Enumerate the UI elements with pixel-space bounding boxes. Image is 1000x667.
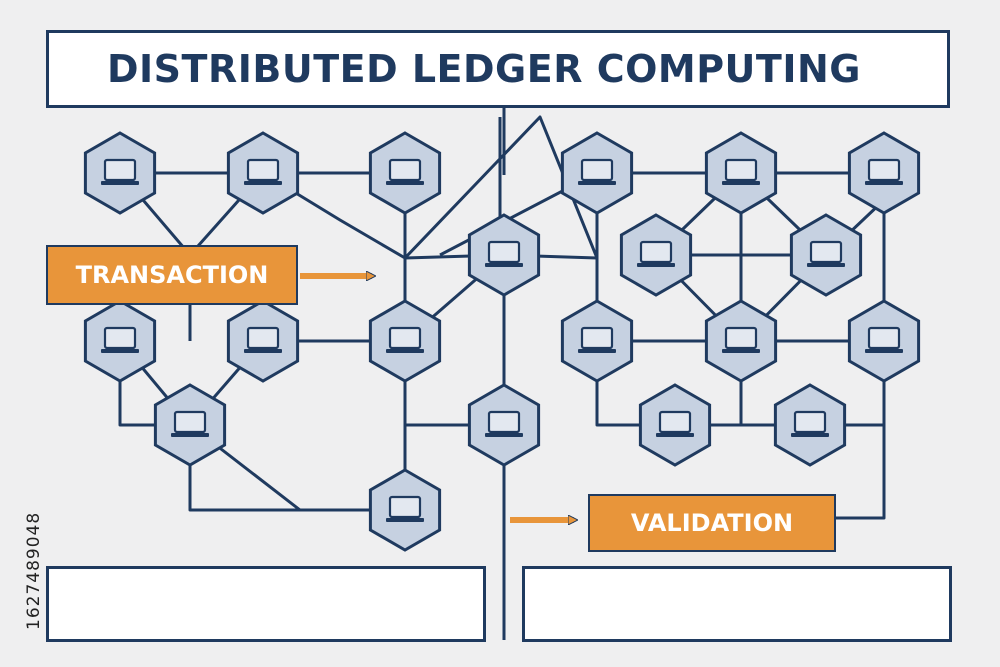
laptop-base	[722, 181, 760, 185]
ledger-node	[847, 131, 921, 215]
laptop-base	[485, 433, 523, 437]
laptop-base	[807, 263, 845, 267]
edge-line	[836, 341, 886, 520]
laptop-base	[101, 181, 139, 185]
stock-id-text: 1627489048	[2, 430, 44, 630]
transaction-label: TRANSACTION	[46, 245, 298, 305]
laptop-screen	[867, 158, 901, 182]
laptop-screen	[388, 326, 422, 350]
laptop-base	[244, 349, 282, 353]
laptop-base	[865, 349, 903, 353]
ledger-node	[704, 299, 778, 383]
laptop-icon	[386, 326, 424, 353]
laptop-screen	[103, 158, 137, 182]
laptop-icon	[656, 410, 694, 437]
right-empty-panel	[522, 566, 952, 642]
node-layer	[83, 131, 921, 552]
ledger-node	[153, 383, 227, 467]
laptop-base	[244, 181, 282, 185]
ledger-node	[704, 131, 778, 215]
ledger-node	[773, 383, 847, 467]
laptop-base	[637, 263, 675, 267]
ledger-node	[847, 299, 921, 383]
laptop-base	[386, 518, 424, 522]
ledger-node	[560, 131, 634, 215]
laptop-screen	[809, 240, 843, 264]
laptop-base	[578, 181, 616, 185]
laptop-base	[791, 433, 829, 437]
laptop-icon	[101, 326, 139, 353]
laptop-base	[865, 181, 903, 185]
laptop-screen	[103, 326, 137, 350]
laptop-icon	[485, 410, 523, 437]
laptop-icon	[722, 326, 760, 353]
ledger-node	[226, 131, 300, 215]
left-empty-panel	[46, 566, 486, 642]
laptop-screen	[580, 158, 614, 182]
ledger-node	[467, 383, 541, 467]
laptop-icon	[578, 158, 616, 185]
laptop-icon	[865, 158, 903, 185]
ledger-node	[83, 131, 157, 215]
laptop-icon	[578, 326, 616, 353]
laptop-screen	[639, 240, 673, 264]
laptop-icon	[244, 158, 282, 185]
laptop-icon	[171, 410, 209, 437]
laptop-base	[386, 181, 424, 185]
laptop-screen	[487, 410, 521, 434]
edge-line	[403, 115, 599, 260]
laptop-icon	[386, 158, 424, 185]
ledger-node	[83, 299, 157, 383]
laptop-screen	[388, 495, 422, 519]
laptop-icon	[807, 240, 845, 267]
laptop-base	[722, 349, 760, 353]
ledger-node	[368, 131, 442, 215]
ledger-node	[638, 383, 712, 467]
title-panel: DISTRIBUTED LEDGER COMPUTING	[46, 30, 950, 108]
laptop-icon	[101, 158, 139, 185]
laptop-icon	[722, 158, 760, 185]
laptop-screen	[793, 410, 827, 434]
ledger-node	[619, 213, 693, 297]
laptop-screen	[658, 410, 692, 434]
page-title: DISTRIBUTED LEDGER COMPUTING	[107, 47, 861, 91]
ledger-node	[467, 213, 541, 297]
laptop-icon	[386, 495, 424, 522]
ledger-node	[789, 213, 863, 297]
ledger-node	[226, 299, 300, 383]
laptop-screen	[246, 158, 280, 182]
laptop-screen	[580, 326, 614, 350]
laptop-base	[386, 349, 424, 353]
laptop-base	[101, 349, 139, 353]
laptop-base	[171, 433, 209, 437]
laptop-icon	[485, 240, 523, 267]
ledger-node	[368, 299, 442, 383]
laptop-screen	[724, 158, 758, 182]
laptop-screen	[867, 326, 901, 350]
ledger-node	[560, 299, 634, 383]
laptop-icon	[865, 326, 903, 353]
laptop-base	[485, 263, 523, 267]
laptop-screen	[724, 326, 758, 350]
laptop-icon	[637, 240, 675, 267]
stock-id-label: 1627489048	[24, 511, 44, 630]
laptop-screen	[388, 158, 422, 182]
laptop-base	[578, 349, 616, 353]
laptop-screen	[173, 410, 207, 434]
laptop-icon	[791, 410, 829, 437]
laptop-base	[656, 433, 694, 437]
laptop-screen	[487, 240, 521, 264]
validation-label: VALIDATION	[588, 494, 836, 552]
laptop-icon	[244, 326, 282, 353]
ledger-node	[368, 468, 442, 552]
laptop-screen	[246, 326, 280, 350]
